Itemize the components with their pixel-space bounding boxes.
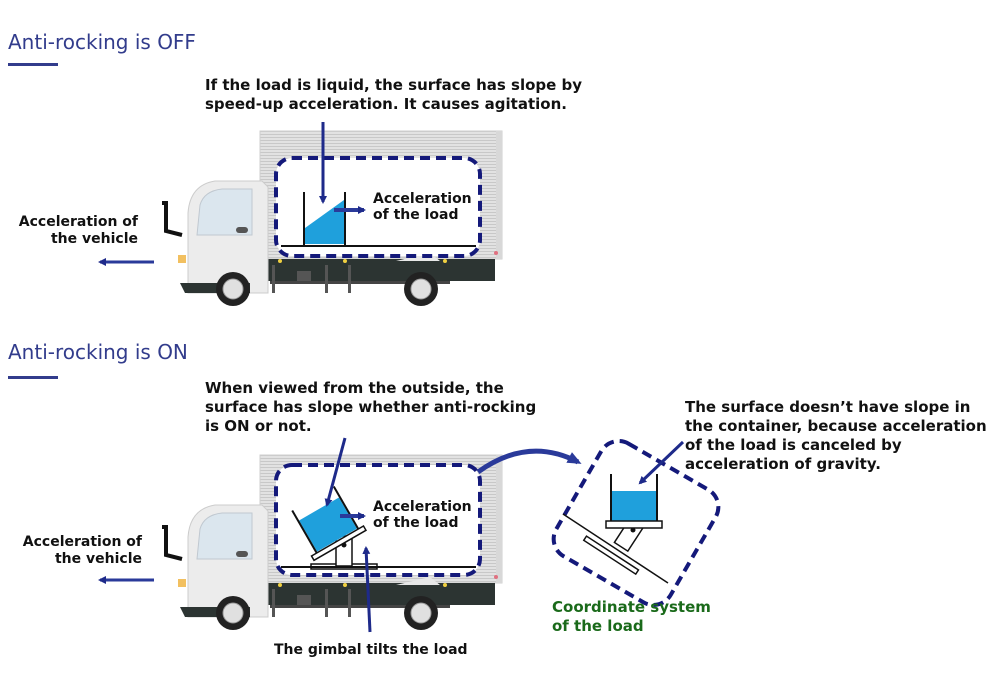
heading-off: Anti-rocking is OFF <box>8 30 196 54</box>
callout-inside: The surface doesn’t have slope in the co… <box>685 398 987 473</box>
zoom-curved-arrow <box>476 448 582 475</box>
load-accel-label-on: Acceleration of the load <box>373 499 472 531</box>
gimbal-label: The gimbal tilts the load <box>274 642 468 658</box>
inset-floor <box>562 513 669 584</box>
callout-outside-on: When viewed from the outside, the surfac… <box>205 379 537 435</box>
inset-gimbal-base <box>582 535 640 576</box>
vehicle-accel-label-off: Acceleration of the vehicle <box>18 214 138 247</box>
vehicle-accel-label-on: Acceleration of the vehicle <box>22 534 142 567</box>
heading-underline-on <box>8 376 58 379</box>
callout-off: If the load is liquid, the surface has s… <box>205 76 583 113</box>
callout-arrow-on <box>324 437 347 507</box>
heading-underline-off <box>8 63 58 66</box>
heading-on: Anti-rocking is ON <box>8 340 188 364</box>
gimbal-arrow-on <box>362 546 372 633</box>
callout-arrow-inset <box>638 440 685 485</box>
coordinate-system-label: Coordinate system of the load <box>552 598 711 635</box>
inset-container-base <box>605 520 663 529</box>
inset-liquid-level <box>612 491 656 521</box>
load-accel-label-off: Acceleration of the load <box>373 191 472 223</box>
tilted-container-on <box>291 486 368 562</box>
